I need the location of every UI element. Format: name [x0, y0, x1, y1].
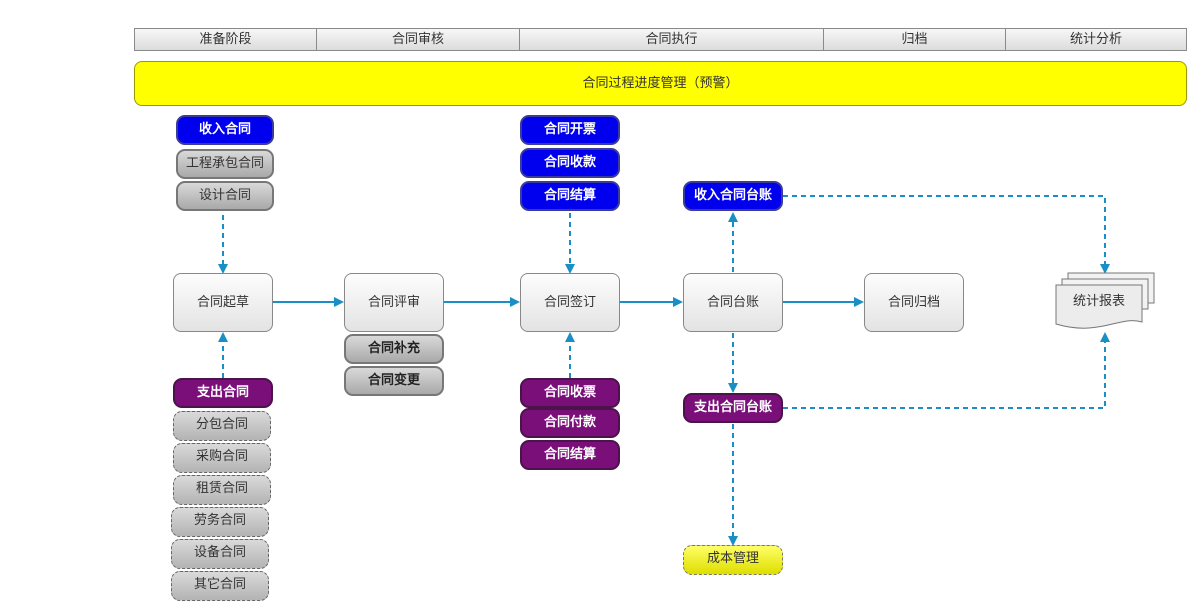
expense-ledger[interactable]: 支出合同台账 — [683, 393, 783, 423]
contract-collection[interactable]: 合同收款 — [520, 148, 620, 178]
subcontract[interactable]: 分包合同 — [173, 411, 271, 441]
stage-execution: 合同执行 — [519, 28, 824, 51]
other-contract[interactable]: 其它合同 — [171, 571, 269, 601]
stage-preparation: 准备阶段 — [134, 28, 317, 51]
contract-settlement-income[interactable]: 合同结算 — [520, 181, 620, 211]
lease-contract[interactable]: 租赁合同 — [173, 475, 271, 505]
income-contract[interactable]: 收入合同 — [176, 115, 274, 145]
node-sign[interactable]: 合同签订 — [520, 273, 620, 332]
design-contract[interactable]: 设计合同 — [176, 181, 274, 211]
node-draft[interactable]: 合同起草 — [173, 273, 273, 332]
arrow-expense-report — [783, 332, 1110, 409]
contract-change[interactable]: 合同变更 — [344, 366, 444, 396]
expense-contract[interactable]: 支出合同 — [173, 378, 273, 408]
labor-contract[interactable]: 劳务合同 — [171, 507, 269, 537]
contract-supplement[interactable]: 合同补充 — [344, 334, 444, 364]
contract-invoicing[interactable]: 合同开票 — [520, 115, 620, 145]
node-review[interactable]: 合同评审 — [344, 273, 444, 332]
engineering-contract[interactable]: 工程承包合同 — [176, 149, 274, 179]
contract-payment[interactable]: 合同付款 — [520, 408, 620, 438]
arrow-income-report — [783, 195, 1110, 274]
cost-management[interactable]: 成本管理 — [683, 545, 783, 575]
equipment-contract[interactable]: 设备合同 — [171, 539, 269, 569]
document-stack-icon — [1055, 272, 1155, 329]
contract-settlement-expense[interactable]: 合同结算 — [520, 440, 620, 470]
stage-analysis: 统计分析 — [1005, 28, 1187, 51]
stage-archive: 归档 — [823, 28, 1006, 51]
progress-banner: 合同过程进度管理（预警） — [134, 61, 1187, 106]
node-ledger[interactable]: 合同台账 — [683, 273, 783, 332]
statistics-report-label: 统计报表 — [1072, 294, 1125, 309]
statistics-report[interactable]: 统计报表 — [1055, 272, 1157, 334]
income-ledger[interactable]: 收入合同台账 — [683, 181, 783, 211]
stage-review: 合同审核 — [316, 28, 520, 51]
node-archive[interactable]: 合同归档 — [864, 273, 964, 332]
procurement-contract[interactable]: 采购合同 — [173, 443, 271, 473]
contract-invoice-receipt[interactable]: 合同收票 — [520, 378, 620, 408]
